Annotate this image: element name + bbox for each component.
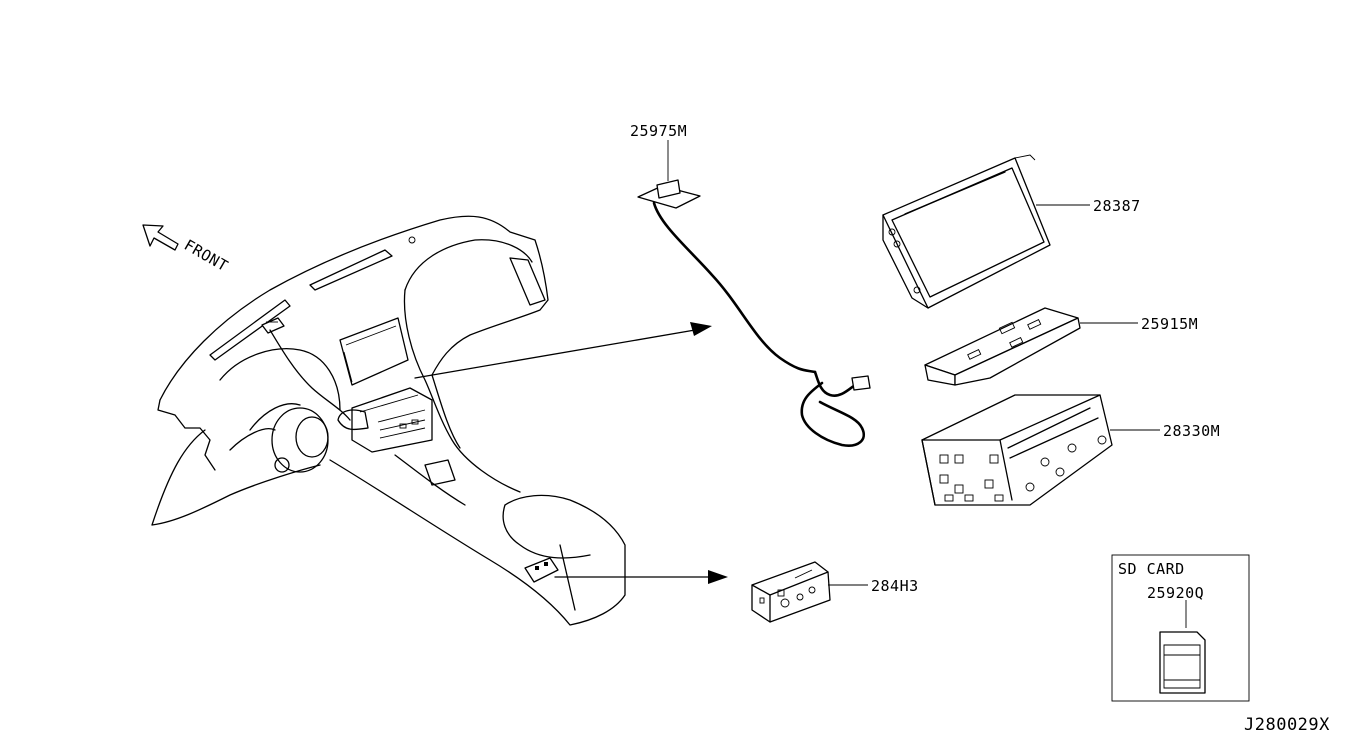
- part-antenna: [637, 140, 871, 447]
- part-bracket: [924, 307, 1138, 386]
- dashboard-assembly: [151, 215, 626, 626]
- part-display: [882, 154, 1090, 309]
- part-label-bracket: 25915M: [1141, 315, 1198, 333]
- part-label-sd-card: 25920Q: [1147, 584, 1204, 602]
- diagram-id: J280029X: [1244, 715, 1330, 735]
- part-usb-jack: [751, 561, 868, 623]
- sd-card-icon: [1159, 631, 1206, 694]
- part-label-antenna: 25975M: [630, 122, 687, 140]
- front-direction-indicator: FRONT: [142, 224, 231, 275]
- part-label-usb-jack: 284H3: [871, 577, 919, 595]
- front-arrow-icon: [142, 224, 179, 251]
- part-label-head-unit: 28330M: [1163, 422, 1220, 440]
- front-label: FRONT: [181, 236, 231, 275]
- sd-card-box: SD CARD: [1111, 554, 1250, 702]
- part-label-display: 28387: [1093, 197, 1141, 215]
- part-head-unit: [921, 394, 1160, 506]
- pointer-arrows: [414, 322, 728, 584]
- sd-card-title: SD CARD: [1118, 560, 1185, 578]
